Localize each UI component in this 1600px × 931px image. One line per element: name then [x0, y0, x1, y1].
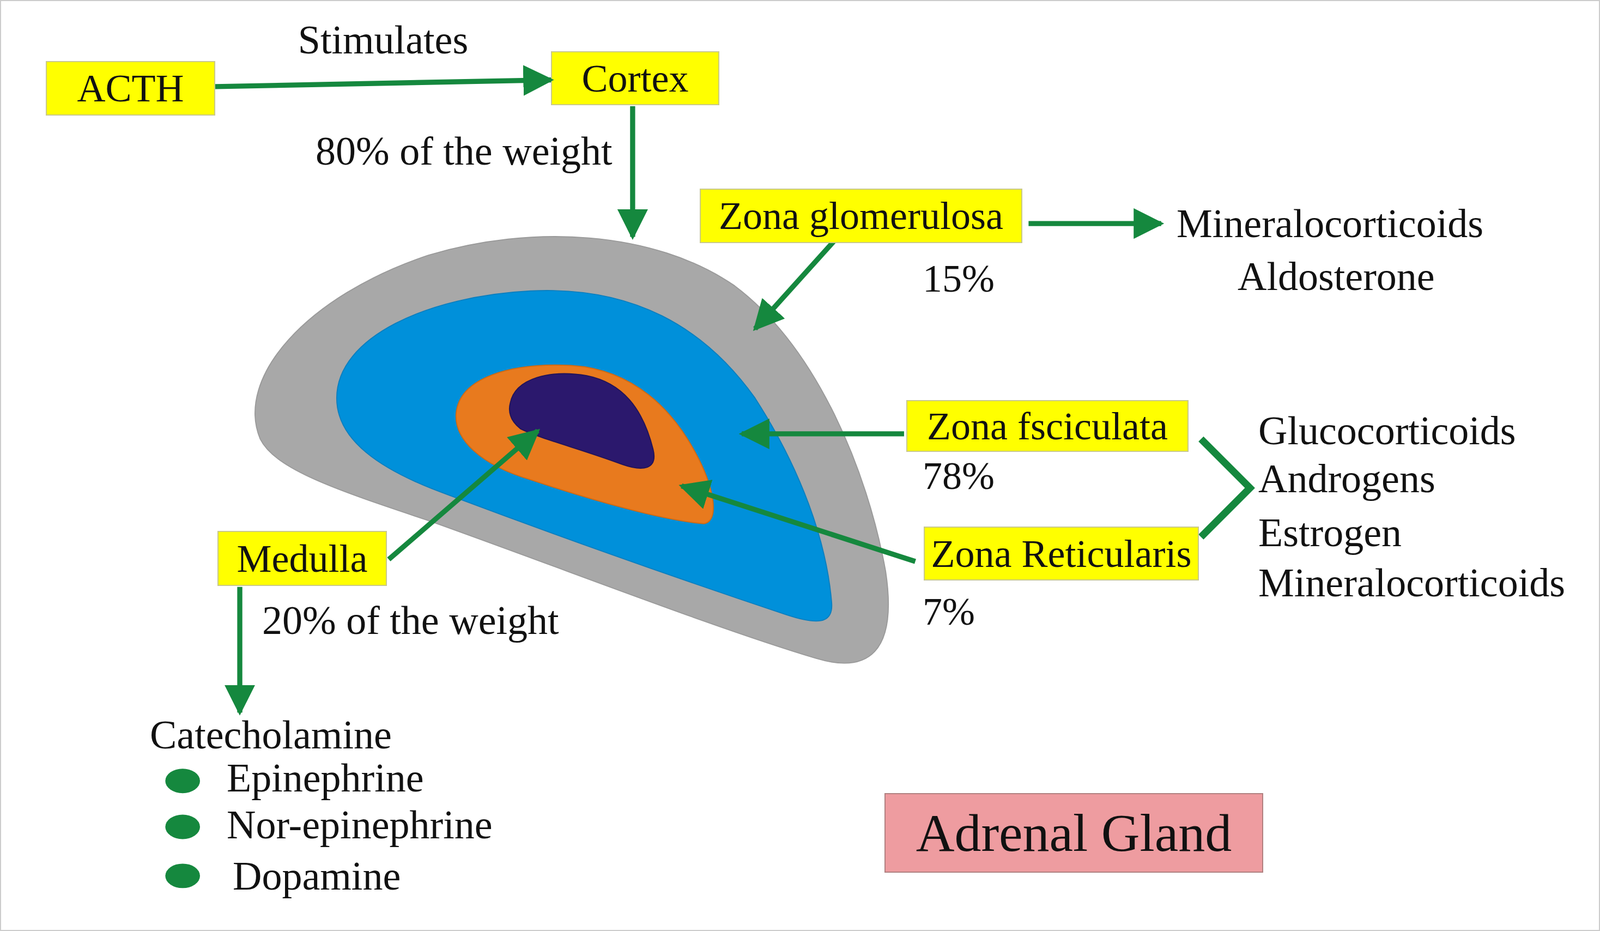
- title-box: Adrenal Gland: [884, 792, 1264, 873]
- edge-label: Stimulates: [298, 19, 469, 60]
- zone-box: Cortex: [550, 51, 720, 106]
- bullet-dot: [165, 768, 200, 793]
- zone-name: Medulla: [237, 538, 368, 579]
- text-label: Glucocorticoids: [1258, 410, 1517, 451]
- bullet-dot: [165, 814, 200, 839]
- text-label: Mineralocorticoids: [1176, 203, 1484, 244]
- text-label: Epinephrine: [226, 757, 424, 798]
- capsule-layer: [255, 236, 889, 664]
- text-label: Mineralocorticoids: [1258, 562, 1566, 603]
- text-label: Catecholamine: [149, 714, 392, 755]
- zone-box: Medulla: [217, 530, 387, 586]
- leader-arrow: [388, 430, 538, 560]
- leader-arrow: [741, 431, 905, 436]
- cortex-layer: [336, 290, 832, 622]
- leader-arrow: [681, 485, 916, 562]
- zone-box: Zona Reticularis7%: [923, 526, 1199, 581]
- leader-arrow: [237, 586, 242, 713]
- leader-arrow: [629, 106, 635, 238]
- bracket: [1201, 438, 1251, 537]
- weight-percent: 7%: [922, 591, 975, 632]
- text-label: Dopamine: [232, 855, 401, 896]
- text-label: Aldosterone: [1237, 256, 1435, 297]
- zone-box: Zona glomerulosa15%: [699, 188, 1023, 244]
- text-label: Estrogen: [1258, 512, 1402, 553]
- zone-name: Zona glomerulosa: [718, 196, 1004, 236]
- text-label: Androgens: [1258, 458, 1436, 499]
- zone-name: ACTH: [77, 68, 185, 108]
- reticularis-layer: [456, 365, 714, 524]
- zone-box: Zona fsciculata78%: [906, 400, 1189, 452]
- zone-name: Cortex: [582, 58, 689, 99]
- bullet-dot: [165, 863, 200, 888]
- text-label: Nor-epinephrine: [226, 804, 493, 845]
- zone-name: Zona Reticularis: [931, 534, 1192, 574]
- title: Adrenal Gland: [916, 805, 1233, 860]
- zone-name: Zona fsciculata: [926, 406, 1168, 446]
- leader-arrow: [755, 235, 840, 329]
- text-label: 20% of the weight: [262, 600, 560, 641]
- leader-arrow: [1028, 220, 1161, 226]
- medulla-core: [509, 373, 654, 469]
- weight-percent: 15%: [922, 258, 995, 299]
- text-label: 80% of the weight: [315, 130, 613, 172]
- arrow-connector: [215, 80, 551, 87]
- weight-percent: 78%: [922, 456, 995, 496]
- zone-box: ACTH: [45, 61, 216, 116]
